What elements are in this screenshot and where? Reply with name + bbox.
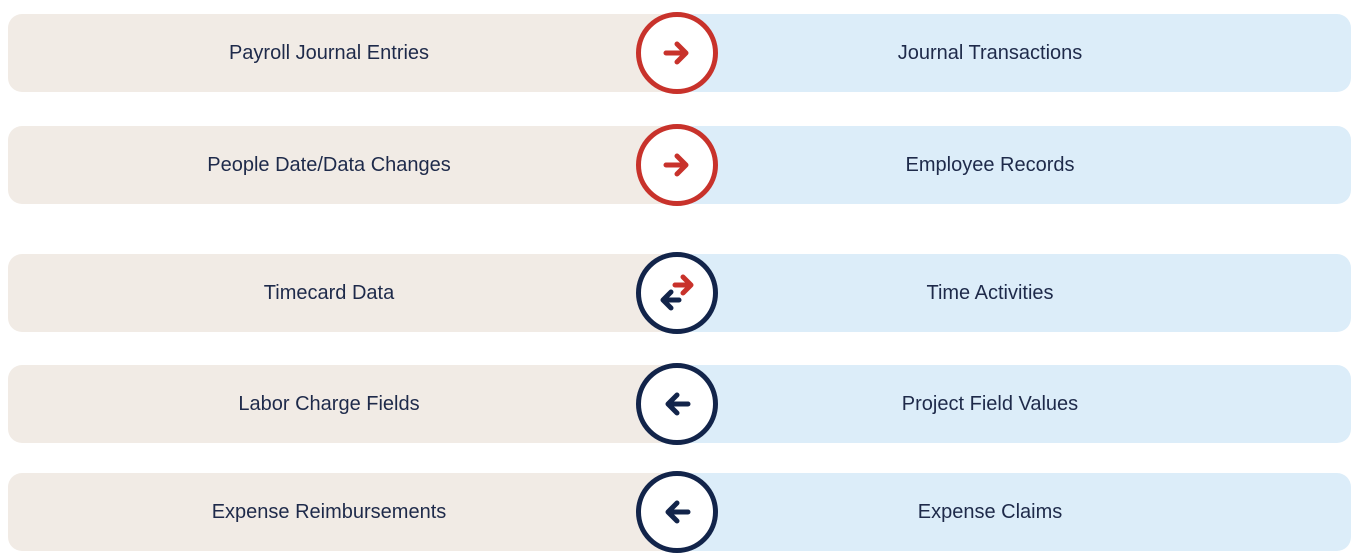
arrow-right-icon [636, 124, 718, 206]
arrow-left-icon [636, 471, 718, 553]
source-label: Timecard Data [263, 281, 395, 304]
mapping-row-labor-charge-fields: Labor Charge Fields Project Field Values [8, 363, 1351, 445]
target-label: Project Field Values [901, 392, 1079, 415]
target-cell: Expense Claims [668, 473, 1351, 551]
target-cell: Project Field Values [668, 365, 1351, 443]
source-cell: Timecard Data [8, 254, 668, 332]
mapping-row-payroll-journal-entries: Payroll Journal Entries Journal Transact… [8, 12, 1351, 94]
source-label: Expense Reimbursements [211, 500, 447, 523]
target-label: Expense Claims [917, 500, 1063, 523]
target-label: Journal Transactions [897, 41, 1083, 64]
target-cell: Journal Transactions [668, 14, 1351, 92]
mapping-row-timecard-data: Timecard Data Time Activities [8, 252, 1351, 334]
source-cell: Expense Reimbursements [8, 473, 668, 551]
source-label: Labor Charge Fields [238, 392, 420, 415]
target-cell: Time Activities [668, 254, 1351, 332]
target-label: Employee Records [905, 153, 1075, 176]
source-cell: People Date/Data Changes [8, 126, 668, 204]
mapping-row-expense-reimbursements: Expense Reimbursements Expense Claims [8, 471, 1351, 553]
bidirectional-arrows-icon [636, 252, 718, 334]
source-cell: Labor Charge Fields [8, 365, 668, 443]
source-cell: Payroll Journal Entries [8, 14, 668, 92]
source-label: Payroll Journal Entries [228, 41, 430, 64]
arrow-right-icon [636, 12, 718, 94]
arrow-left-icon [636, 363, 718, 445]
target-label: Time Activities [926, 281, 1054, 304]
target-cell: Employee Records [668, 126, 1351, 204]
mapping-row-people-data-changes: People Date/Data Changes Employee Record… [8, 124, 1351, 206]
source-label: People Date/Data Changes [207, 153, 451, 176]
